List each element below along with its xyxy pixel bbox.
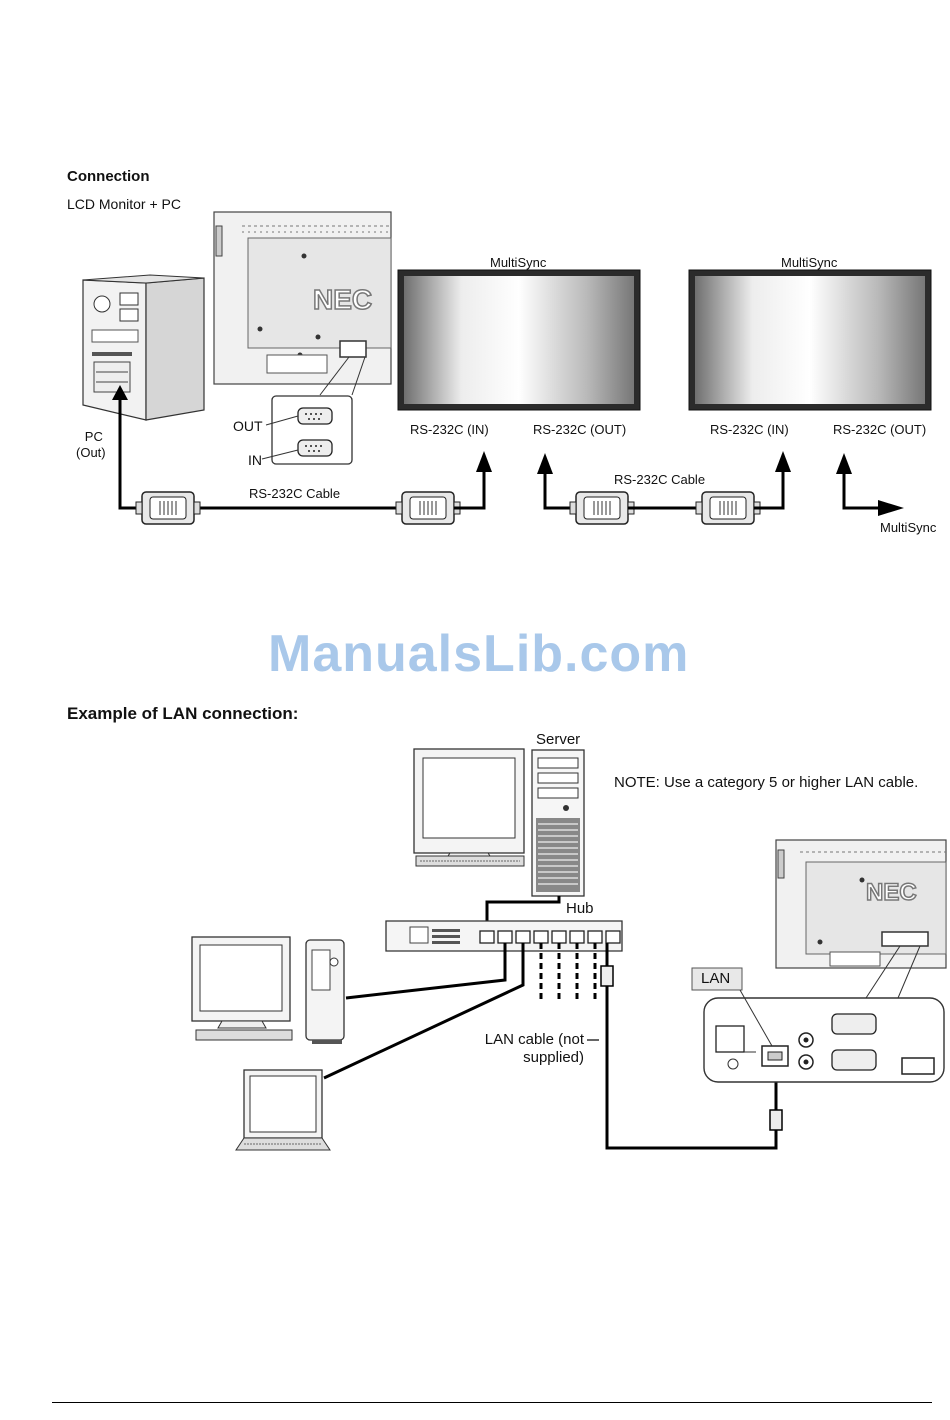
server-tower-icon xyxy=(532,750,584,896)
display-1-port-out: RS-232C (OUT) xyxy=(533,422,626,438)
in-label: IN xyxy=(248,451,262,469)
lan-cable xyxy=(601,943,782,1148)
hub-label: Hub xyxy=(566,900,594,918)
pc-label: PC (Out) xyxy=(82,429,106,461)
lan-connection-heading: Example of LAN connection: xyxy=(67,704,298,724)
display-1-port-in: RS-232C (IN) xyxy=(410,422,489,438)
pc-tower-icon xyxy=(83,275,204,420)
nec-logo-text: NEC xyxy=(313,284,372,315)
lan-cable-note: NOTE: Use a category 5 or higher LAN cab… xyxy=(614,774,918,792)
multisync-display-1-icon xyxy=(398,270,640,410)
rs232c-cable-label-1: RS-232C Cable xyxy=(249,486,340,502)
pc-label-line1: PC xyxy=(82,429,106,445)
lcd-monitor-back-panel-lan-icon: NEC xyxy=(776,840,946,968)
multisync-display-2-icon xyxy=(689,270,931,410)
server-label: Server xyxy=(536,731,580,749)
footer-rule xyxy=(52,1402,932,1403)
rs232c-cable-label-2: RS-232C Cable xyxy=(614,472,705,488)
laptop-icon xyxy=(236,1070,330,1150)
monitor-port-panel-inset xyxy=(704,998,944,1082)
lan-cable-label-line2: supplied) xyxy=(478,1049,584,1067)
next-multisync-label: MultiSync xyxy=(880,520,936,536)
watermark-text: ManualsLib.com xyxy=(268,624,689,684)
nec-logo-text-lan: NEC xyxy=(866,879,917,906)
desktop-pc-icon xyxy=(192,937,344,1044)
display-2-name: MultiSync xyxy=(781,255,837,271)
display-2-port-in: RS-232C (IN) xyxy=(710,422,789,438)
server-monitor-icon xyxy=(414,749,524,866)
next-display-arrow xyxy=(836,453,904,516)
hub-icon xyxy=(386,921,622,951)
display-2-port-out: RS-232C (OUT) xyxy=(833,422,926,438)
lan-port-label: LAN xyxy=(701,970,730,988)
out-label: OUT xyxy=(233,417,263,435)
pc-label-line2: (Out) xyxy=(76,445,106,461)
lan-cable-label-line1: LAN cable (not xyxy=(478,1031,584,1049)
lan-cable-label: LAN cable (not supplied) xyxy=(478,1031,584,1067)
rs232c-connection-diagram: NEC xyxy=(0,0,950,600)
display-1-name: MultiSync xyxy=(490,255,546,271)
